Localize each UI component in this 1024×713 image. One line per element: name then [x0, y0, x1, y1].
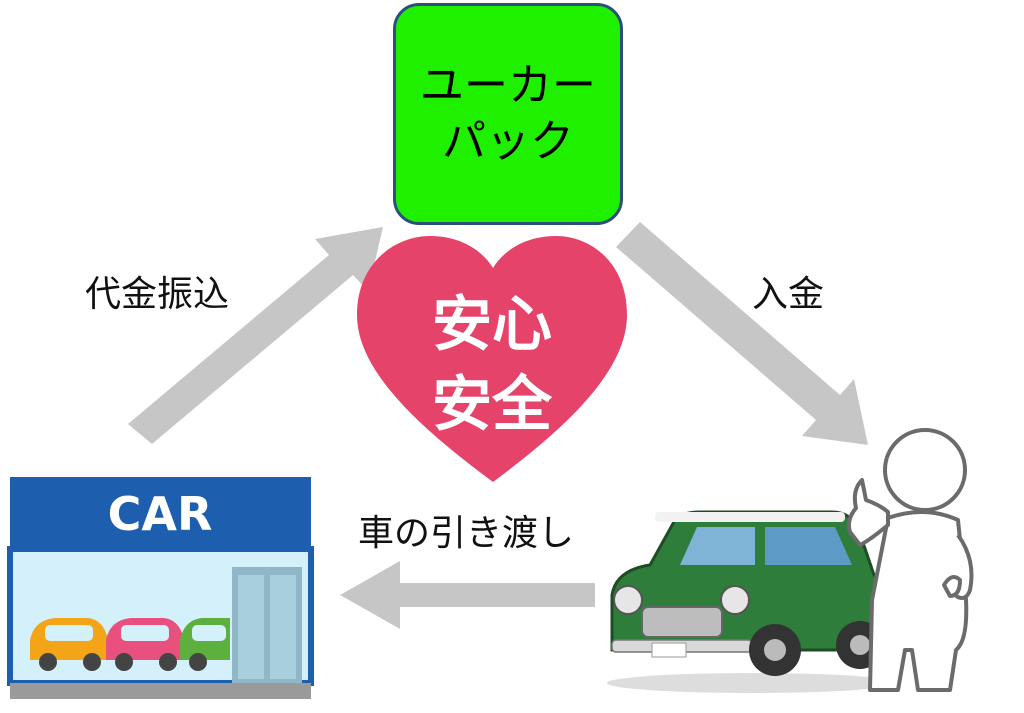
box-label-line2: パック: [442, 116, 574, 167]
heart-badge: 安心 安全: [357, 236, 627, 482]
car-dealer-illustration: CAR: [7, 477, 314, 699]
heart-text-line1: 安心: [432, 290, 552, 360]
heart-text-line2: 安全: [432, 370, 553, 440]
label-payment-transfer: 代金振込: [85, 274, 230, 315]
label-car-delivery: 車の引き渡し: [358, 513, 575, 554]
dealer-car-green: [180, 618, 230, 671]
box-label-line1: ユーカー: [420, 60, 596, 111]
dealer-sign-text: CAR: [108, 487, 213, 541]
dealer-car-yellow: [30, 618, 108, 671]
person-thumbs-up-icon: [846, 428, 974, 692]
green-car-illustration: [607, 510, 897, 693]
yucar-pack-box: ユーカー パック: [393, 3, 623, 225]
label-deposit: 入金: [752, 274, 825, 315]
arrow-down-right: [616, 222, 868, 445]
arrow-left: [340, 561, 595, 629]
dealer-car-pink: [106, 618, 184, 671]
arrow-up-right: [128, 227, 383, 444]
